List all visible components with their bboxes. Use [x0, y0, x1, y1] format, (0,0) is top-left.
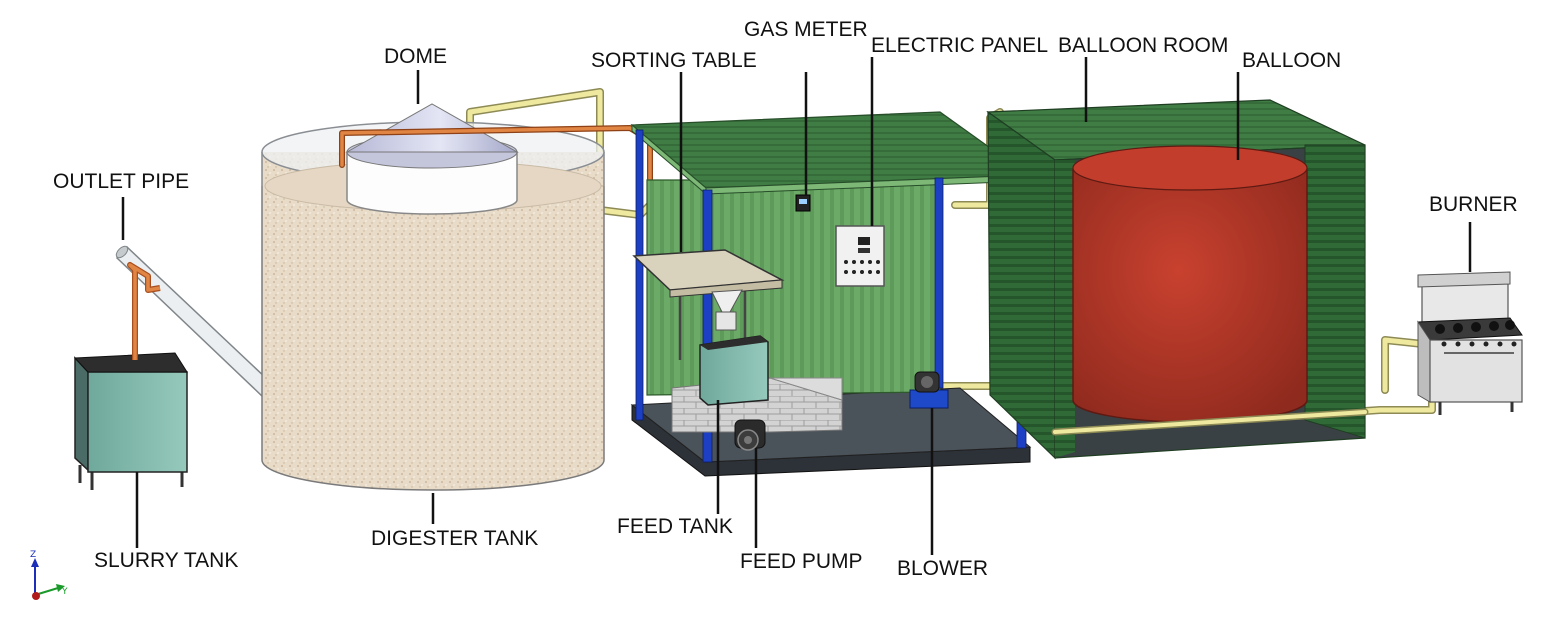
dome: [345, 103, 519, 215]
callout-labels: DOME SORTING TABLE GAS METER ELECTRIC PA…: [53, 18, 1518, 580]
sorting-table: [632, 249, 785, 360]
balloon: [1072, 145, 1308, 423]
gas-meter: [795, 194, 811, 212]
label-balloon: BALLOON: [1242, 49, 1341, 72]
label-burner: BURNER: [1429, 193, 1518, 216]
label-feed-pump: FEED PUMP: [740, 550, 863, 573]
label-dome: DOME: [384, 45, 447, 68]
feed-pump: [734, 419, 766, 451]
label-slurry-tank: SLURRY TANK: [94, 549, 238, 572]
blower: [909, 371, 949, 409]
leader-lines: [121, 57, 1472, 555]
label-sorting-table: SORTING TABLE: [591, 49, 757, 72]
label-feed-tank: FEED TANK: [617, 515, 733, 538]
feed-tank: [699, 335, 769, 406]
axis-triad: Z Y: [30, 550, 68, 600]
electric-panel: [835, 225, 885, 287]
label-electric-panel: ELECTRIC PANEL: [871, 34, 1048, 57]
label-blower: BLOWER: [897, 557, 988, 580]
axis-z-label: Z: [30, 550, 36, 560]
axis-y-label: Y: [61, 587, 68, 597]
slurry-tank: [73, 352, 188, 490]
label-digester-tank: DIGESTER TANK: [371, 527, 538, 550]
burner: [1417, 271, 1523, 415]
label-outlet-pipe: OUTLET PIPE: [53, 170, 189, 193]
label-balloon-room: BALLOON ROOM: [1058, 34, 1228, 57]
label-gas-meter: GAS METER: [744, 18, 868, 41]
